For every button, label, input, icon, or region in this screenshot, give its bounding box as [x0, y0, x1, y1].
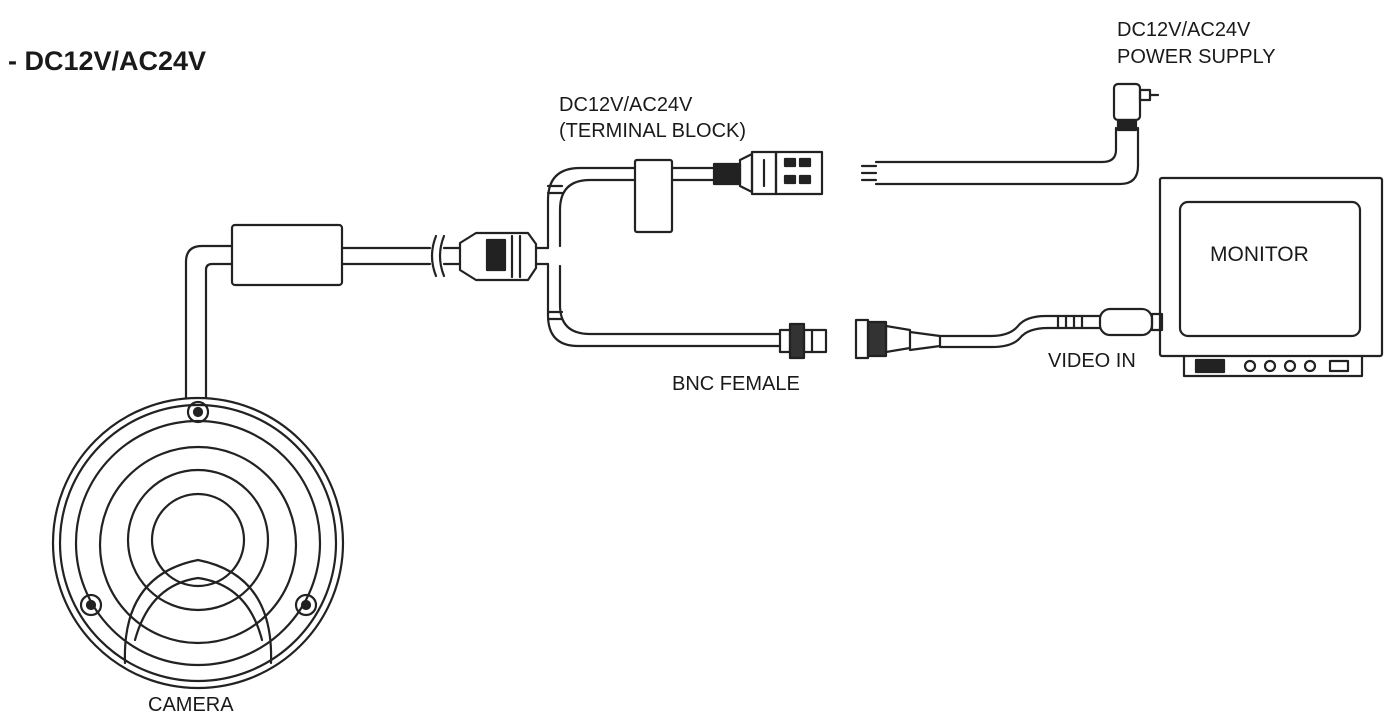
dome-camera — [51, 244, 345, 690]
power-supply-adapter — [1112, 82, 1160, 122]
main-cable — [340, 234, 462, 278]
power-supply-cable — [860, 118, 1140, 186]
video-in-label: VIDEO IN — [1048, 350, 1136, 372]
video-cable-branch — [546, 262, 782, 348]
terminal-block-box — [633, 158, 674, 234]
terminal-block-label-line1: DC12V/AC24V — [559, 94, 693, 116]
camera-label: CAMERA — [148, 694, 234, 716]
monitor — [1158, 176, 1384, 378]
video-cable — [938, 314, 1102, 349]
terminal-block-label-line2: (TERMINAL BLOCK) — [559, 120, 747, 142]
bnc-female-connector — [778, 322, 828, 360]
bnc-female-label: BNC FEMALE — [672, 373, 800, 395]
bnc-male-connector — [854, 318, 942, 360]
diagram-heading: - DC12V/AC24V — [8, 46, 207, 76]
terminal-block-connector — [712, 150, 824, 196]
camera-screw — [79, 593, 103, 617]
power-supply-label-line2: POWER SUPPLY — [1117, 46, 1276, 68]
rca-plug — [1098, 307, 1164, 337]
power-cable-branch — [546, 166, 716, 250]
monitor-label: MONITOR — [1210, 243, 1309, 266]
camera-screw — [294, 593, 318, 617]
camera-screw — [186, 400, 210, 424]
cable-box — [230, 223, 344, 287]
cable-splitter — [458, 231, 550, 282]
power-supply-label-line1: DC12V/AC24V — [1117, 19, 1251, 41]
